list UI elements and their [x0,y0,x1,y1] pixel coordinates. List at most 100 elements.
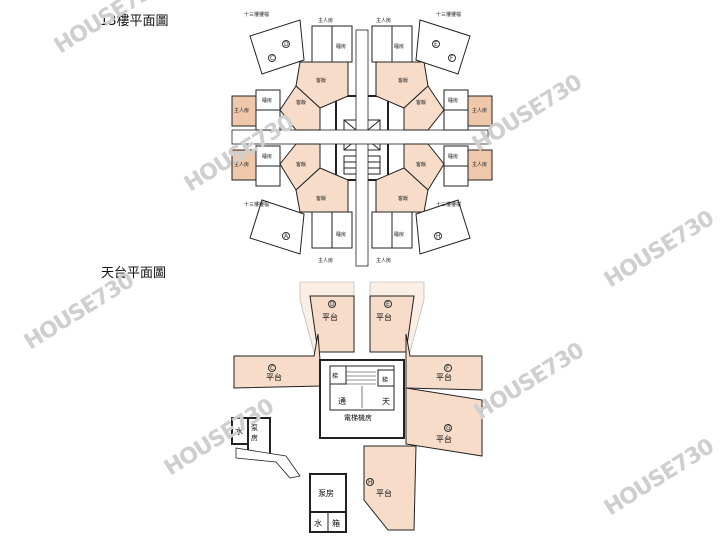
platform-f-label: 平台 [436,372,452,382]
master-g-label: 主人房 [472,161,487,168]
platform-c-label: 平台 [266,372,282,382]
master-c-label: 主人房 [234,107,249,114]
master-e-label: 主人房 [376,17,391,24]
lift-machine-label: 電梯機房 [344,413,372,422]
bedroom-b-label: 睡房 [262,153,272,160]
platform-d [309,295,355,353]
roof-unit-marker-g [444,424,452,432]
water-tank-left [231,417,249,445]
svg-text:H: H [436,233,441,240]
svg-text:E: E [434,41,438,48]
unit-h-living [375,167,429,213]
svg-text:F: F [450,55,454,62]
note-bottom-right: 十三樓樓檔 [436,201,461,208]
living-c-label: 客飯 [296,99,306,106]
unit-e-bedroom-2 [391,25,413,63]
roof-unit-marker-d [328,300,336,308]
master-d-label: 主人房 [318,17,333,24]
bedroom-h-label: 睡房 [394,231,404,238]
roof-unit-markers: C D E F G H [268,300,452,486]
unit-g-master [467,149,493,181]
roof-unit-marker-c [268,364,276,372]
pump-room-left-label-2: 房 [251,433,258,442]
roof-unit-marker-h [366,478,374,486]
floor13-unit-markers: D E C F A H [268,40,456,240]
unit-f-living [403,85,445,131]
water-tank-left-label-1: 水 [235,426,243,436]
unit-b-bedroom-2 [255,165,281,187]
roof-unit-letter-f: F [446,365,450,372]
living-b-label: 客飯 [296,161,306,168]
stair-left-label: 梯 [332,372,338,380]
floor13-labels: 十三樓樓檔 十三樓樓檔 十三樓樓檔 十三樓樓檔 主人房 主人房 主人房 主人房 … [234,11,487,264]
living-h-label: 客飯 [398,195,408,202]
roof-unit-letter-e: E [386,301,390,308]
water-tank-bottom-label-1: 水 [314,518,322,528]
platform-d-label: 平台 [322,312,338,322]
unit-d-bedroom-1 [311,25,333,63]
unit-c-master [231,95,257,127]
living-e-label: 客飯 [398,77,408,84]
pump-room-bottom [309,473,347,513]
roof-unit-marker-f [444,364,452,372]
platform-h-label: 平台 [376,488,392,498]
unit-h-bedroom-1 [371,211,393,249]
master-h-label: 主人房 [376,257,391,264]
roof-unit-letter-h: H [368,479,373,486]
unit-e-bedroom-1 [371,25,393,63]
note-top-left: 十三樓樓檔 [244,11,269,18]
living-f-label: 客飯 [416,99,426,106]
roof-unit-letter-d: D [330,301,335,308]
unit-c-living [279,85,321,131]
unit-a-bedroom-2 [331,211,353,249]
svg-text:C: C [270,55,274,62]
bedroom-d-label: 睡房 [336,43,346,50]
bedroom-g-label: 睡房 [448,153,458,160]
platform-g-label: 平台 [436,434,452,444]
bedroom-f-label: 睡房 [448,97,458,104]
note-bottom-left: 十三樓樓檔 [244,201,269,208]
platform-g [405,387,483,457]
bedroom-c-label: 睡房 [262,97,272,104]
unit-f-master [467,95,493,127]
stair-right-label: 梯 [382,376,388,384]
svg-text:A: A [284,233,289,240]
pump-room-left-label-1: 泵 [251,424,258,432]
bedroom-a-label: 睡房 [336,231,346,238]
unit-d-bedroom-2 [331,25,353,63]
roof-stair-right [377,369,395,387]
roof-plan [231,281,483,533]
tong-label: 通 [338,396,346,406]
pump-room-bottom-label: 泵房 [318,488,334,498]
unit-g-living [403,143,445,191]
roof-title: 天台平面圖 [101,266,167,281]
bedroom-e-label: 睡房 [394,43,404,50]
living-a-label: 客飯 [316,195,326,202]
unit-f-bedroom-2 [443,109,469,131]
floor13-title: 13樓平面圖 [100,14,169,29]
roof-labels: 平台 平台 平台 平台 平台 平台 電梯機房 通 天 梯 梯 泵 房 水 箱 泵… [235,312,452,528]
svg-text:D: D [284,41,289,48]
unit-h-bedroom-2 [391,211,413,249]
master-b-label: 主人房 [234,161,249,168]
floor13-plan [231,19,493,267]
platform-h [363,445,417,531]
roof-stair-left [329,365,347,385]
master-a-label: 主人房 [318,257,333,264]
platform-e-label: 平台 [376,312,392,322]
water-tank-bottom-label-2: 箱 [332,518,340,528]
platform-f [405,333,483,391]
roof-unit-marker-e [384,300,392,308]
unit-g-bedroom-2 [443,165,469,187]
tian-label: 天 [382,397,390,406]
unit-b-master [231,149,257,181]
note-top-right: 十三樓樓檔 [436,11,461,18]
living-g-label: 客飯 [416,161,426,168]
living-d-label: 客飯 [316,77,326,84]
roof-unit-letter-g: G [446,425,451,432]
master-f-label: 主人房 [472,107,487,114]
roof-unit-letter-c: C [270,365,274,372]
unit-a-bedroom-1 [311,211,333,249]
